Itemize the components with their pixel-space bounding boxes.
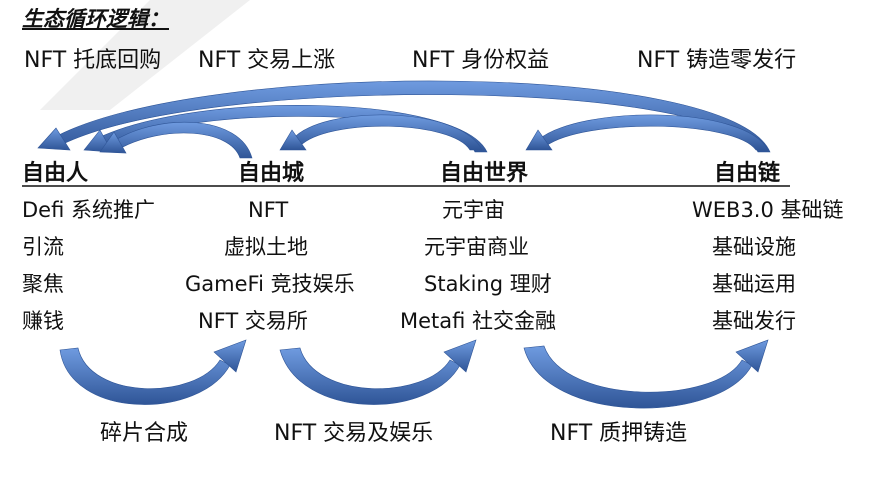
column-item: WEB3.0 基础链 xyxy=(692,198,844,222)
arc-chain-to-world xyxy=(537,114,769,151)
arc-city-to-world xyxy=(279,347,461,405)
column-item: Defi 系统推广 xyxy=(22,198,155,222)
column-item: NFT 交易所 xyxy=(198,309,308,333)
arc-person-to-city xyxy=(59,347,231,405)
column-item: 基础设施 xyxy=(712,235,796,259)
column-header-free-city: 自由城 xyxy=(238,161,305,186)
bottom-label-staking-minting: NFT 质押铸造 xyxy=(550,421,688,446)
column-item: 元宇宙 xyxy=(442,198,505,222)
column-item: 赚钱 xyxy=(22,309,64,333)
column-header-free-world: 自由世界 xyxy=(440,161,529,186)
column-item: 基础发行 xyxy=(712,309,796,333)
top-label-trade-rise: NFT 交易上涨 xyxy=(198,48,336,73)
arc-world-to-chain xyxy=(523,345,753,409)
column-header-free-chain: 自由链 xyxy=(714,161,781,186)
column-item: 元宇宙商业 xyxy=(424,235,529,259)
arrowhead xyxy=(37,127,71,151)
column-item: 聚焦 xyxy=(22,272,64,296)
arrowhead xyxy=(213,339,247,373)
arc-world-to-city xyxy=(291,114,483,151)
top-label-identity-rights: NFT 身份权益 xyxy=(412,48,550,73)
column-header-free-person: 自由人 xyxy=(22,161,89,186)
column-item: Staking 理财 xyxy=(424,272,552,296)
column-item: NFT xyxy=(248,198,289,222)
column-item: 基础运用 xyxy=(712,272,796,296)
arrowhead xyxy=(525,129,553,151)
arrowhead xyxy=(279,129,307,151)
bottom-arrows xyxy=(59,339,769,409)
bottom-label-fragment-synthesis: 碎片合成 xyxy=(100,421,189,446)
top-label-buyback: NFT 托底回购 xyxy=(24,48,162,73)
column-item: GameFi 竞技娱乐 xyxy=(185,272,355,296)
column-item: 引流 xyxy=(22,235,64,259)
top-label-mint-zero-issue: NFT 铸造零发行 xyxy=(637,48,797,73)
arrowhead xyxy=(443,339,477,373)
arrowhead xyxy=(735,339,769,373)
page-title: 生态循环逻辑： xyxy=(22,7,169,31)
bottom-label-trade-entertainment: NFT 交易及娱乐 xyxy=(274,421,434,446)
column-item: Metafi 社交金融 xyxy=(400,309,557,333)
watermark-stroke xyxy=(40,0,250,110)
arrowhead xyxy=(99,131,127,154)
top-arrows xyxy=(37,80,771,159)
column-item: 虚拟土地 xyxy=(224,235,308,259)
